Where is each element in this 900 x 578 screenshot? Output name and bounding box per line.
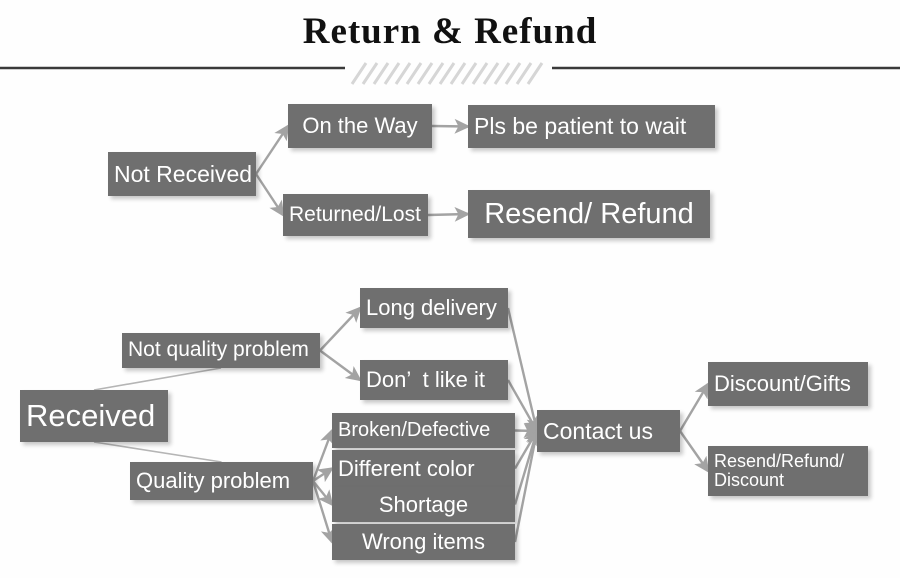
node-label: Not quality problem	[128, 338, 309, 362]
node-label: Broken/Defective	[338, 418, 491, 441]
node-label: Discount/Gifts	[714, 371, 851, 397]
edge-wrong-items-to-contact-us	[513, 428, 542, 543]
node-resend-refund-discount[interactable]: Resend/Refund/ Discount	[708, 446, 868, 496]
node-label: Quality problem	[136, 468, 291, 494]
node-not-quality[interactable]: Not quality problem	[122, 333, 320, 368]
node-label: Contact us	[543, 417, 653, 444]
node-label: Wrong items	[361, 529, 486, 555]
edge-long-delivery-to-contact-us	[506, 307, 542, 434]
edge-quality-to-different-color	[312, 467, 335, 483]
node-resend-refund[interactable]: Resend/ Refund	[468, 190, 710, 238]
node-long-delivery[interactable]: Long delivery	[360, 288, 508, 328]
edge-dont-like-it-to-contact-us	[506, 379, 539, 434]
edge-broken-defective-to-contact-us	[514, 423, 540, 439]
page-title: Return & Refund	[302, 11, 598, 52]
edge-on-the-way-to-pls-be-patient	[431, 118, 471, 134]
node-returned-lost[interactable]: Returned/Lost	[283, 194, 428, 236]
node-label: Resend/Refund/ Discount	[714, 450, 845, 490]
edge-received-to-not-quality	[93, 367, 222, 391]
edge-not-received-to-returned-lost	[254, 173, 285, 218]
edge-returned-lost-to-resend-refund	[427, 206, 471, 222]
node-pls-be-patient[interactable]: Pls be patient to wait	[468, 105, 715, 148]
node-label: Shortage	[378, 491, 469, 517]
diagonal-hatch-icon	[350, 62, 544, 85]
node-not-received[interactable]: Not Received	[108, 152, 256, 196]
node-different-color[interactable]: Different color	[332, 450, 515, 487]
node-quality[interactable]: Quality problem	[130, 462, 313, 500]
edge-contact-us-to-discount-gifts	[678, 381, 710, 432]
node-label: Resend/ Refund	[484, 197, 694, 230]
node-discount-gifts[interactable]: Discount/Gifts	[708, 362, 868, 406]
node-label: Pls be patient to wait	[474, 113, 687, 140]
node-received[interactable]: Received	[20, 390, 168, 442]
node-contact-us[interactable]: Contact us	[537, 410, 680, 452]
node-broken-defective[interactable]: Broken/Defective	[332, 413, 515, 448]
edge-received-to-quality	[93, 441, 222, 463]
edge-quality-to-broken-defective	[311, 428, 335, 482]
divider-ornament	[0, 62, 900, 85]
node-label: On the Way	[302, 113, 418, 139]
node-label: Different color	[338, 455, 475, 481]
edge-not-received-to-on-the-way	[255, 124, 290, 175]
edge-contact-us-to-resend-refund-discount	[679, 430, 710, 473]
edge-not-quality-to-dont-like-it	[319, 349, 362, 382]
edge-not-quality-to-long-delivery	[319, 306, 362, 352]
edge-quality-to-shortage	[312, 480, 334, 507]
node-label: Don’ t like it	[366, 367, 486, 393]
node-shortage[interactable]: Shortage	[332, 487, 515, 522]
node-label: Long delivery	[366, 295, 497, 321]
node-label: Received	[26, 397, 156, 433]
edge-quality-to-wrong-items	[311, 480, 336, 545]
node-label: Returned/Lost	[289, 202, 421, 226]
node-dont-like-it[interactable]: Don’ t like it	[360, 360, 508, 400]
node-wrong-items[interactable]: Wrong items	[332, 524, 515, 560]
node-label: Not Received	[114, 160, 253, 187]
node-on-the-way[interactable]: On the Way	[288, 104, 432, 148]
